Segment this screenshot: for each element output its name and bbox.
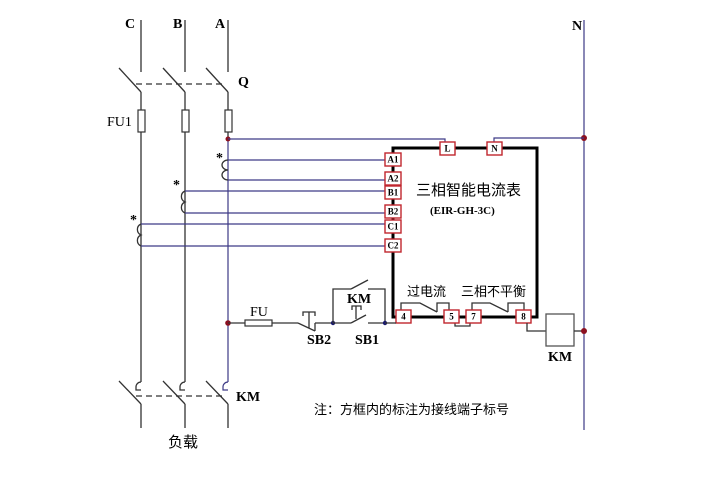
start-button-sb1: SB1 [333,305,385,348]
contactor-coil-km: KM [545,313,575,365]
phase-label-n: N [572,19,582,34]
svg-text:8: 8 [521,312,526,322]
svg-text:B2: B2 [388,207,399,217]
svg-text:C2: C2 [388,241,399,251]
terminal-b1: B1 [384,185,402,200]
ct-polarity-marker: * [173,178,180,193]
fuse-fu1-label: FU1 [107,115,132,130]
terminal-4: 4 [395,309,412,324]
terminal-a2: A2 [384,171,402,186]
km-aux-label: KM [347,292,371,307]
main-switch-q: Q [118,67,249,93]
footnote: 注：方框内的标注为接线端子标号 [314,402,509,418]
svg-text:A1: A1 [388,155,399,165]
terminal-b2: B2 [384,204,402,219]
meter-name: 三相智能电流表 [416,181,521,199]
fuse-fu: FU [244,305,273,327]
load-label: 负载 [168,433,198,451]
ct-phase-b: * [173,178,392,214]
sb2-label: SB2 [307,333,331,348]
svg-text:4: 4 [401,312,406,322]
ct-polarity-marker: * [130,213,137,228]
phase-label-b: B [173,17,182,32]
terminal-5: 5 [443,309,460,324]
phase-label-a: A [215,17,226,32]
svg-text:B1: B1 [388,188,399,198]
terminal-8: 8 [515,309,532,324]
relay-label-overcurrent: 过电流 [407,285,446,300]
main-km-label: KM [236,390,260,405]
meter-eir-gh-3c: 三相智能电流表 (EIR-GH-3C) [391,146,539,319]
svg-text:5: 5 [449,312,454,322]
fuse-fu-label: FU [250,305,268,320]
coil-km-label: KM [548,350,572,365]
terminal-c2: C2 [384,238,402,253]
terminal-l: L [439,141,456,156]
terminal-n: N [486,141,503,156]
junction-node [581,328,587,334]
svg-text:L: L [444,144,450,154]
main-contactor-km: KM [118,380,260,428]
svg-text:7: 7 [471,312,476,322]
ct-phase-c: * [130,213,392,247]
svg-text:C1: C1 [388,222,399,232]
svg-text:N: N [491,144,498,154]
phase-label-c: C [125,17,135,32]
terminal-c1: C1 [384,219,402,234]
terminal-7: 7 [465,309,482,324]
fuse-fu1: FU1 [107,109,233,133]
terminal-a1: A1 [384,152,402,167]
stop-button-sb2: SB2 [297,311,333,348]
wire-8-to-coil [526,323,546,332]
ct-phase-a: * [216,151,392,181]
incoming-lines [140,20,229,72]
sb1-label: SB1 [355,333,379,348]
svg-text:A2: A2 [388,174,399,184]
km-aux-contact: KM [332,279,386,323]
ct-polarity-marker: * [216,151,223,166]
relay-contacts: 过电流 三相不平衡 [400,285,526,327]
switch-q-label: Q [238,75,249,90]
meter-model: (EIR-GH-3C) [430,205,495,217]
relay-label-unbalance: 三相不平衡 [461,285,526,300]
